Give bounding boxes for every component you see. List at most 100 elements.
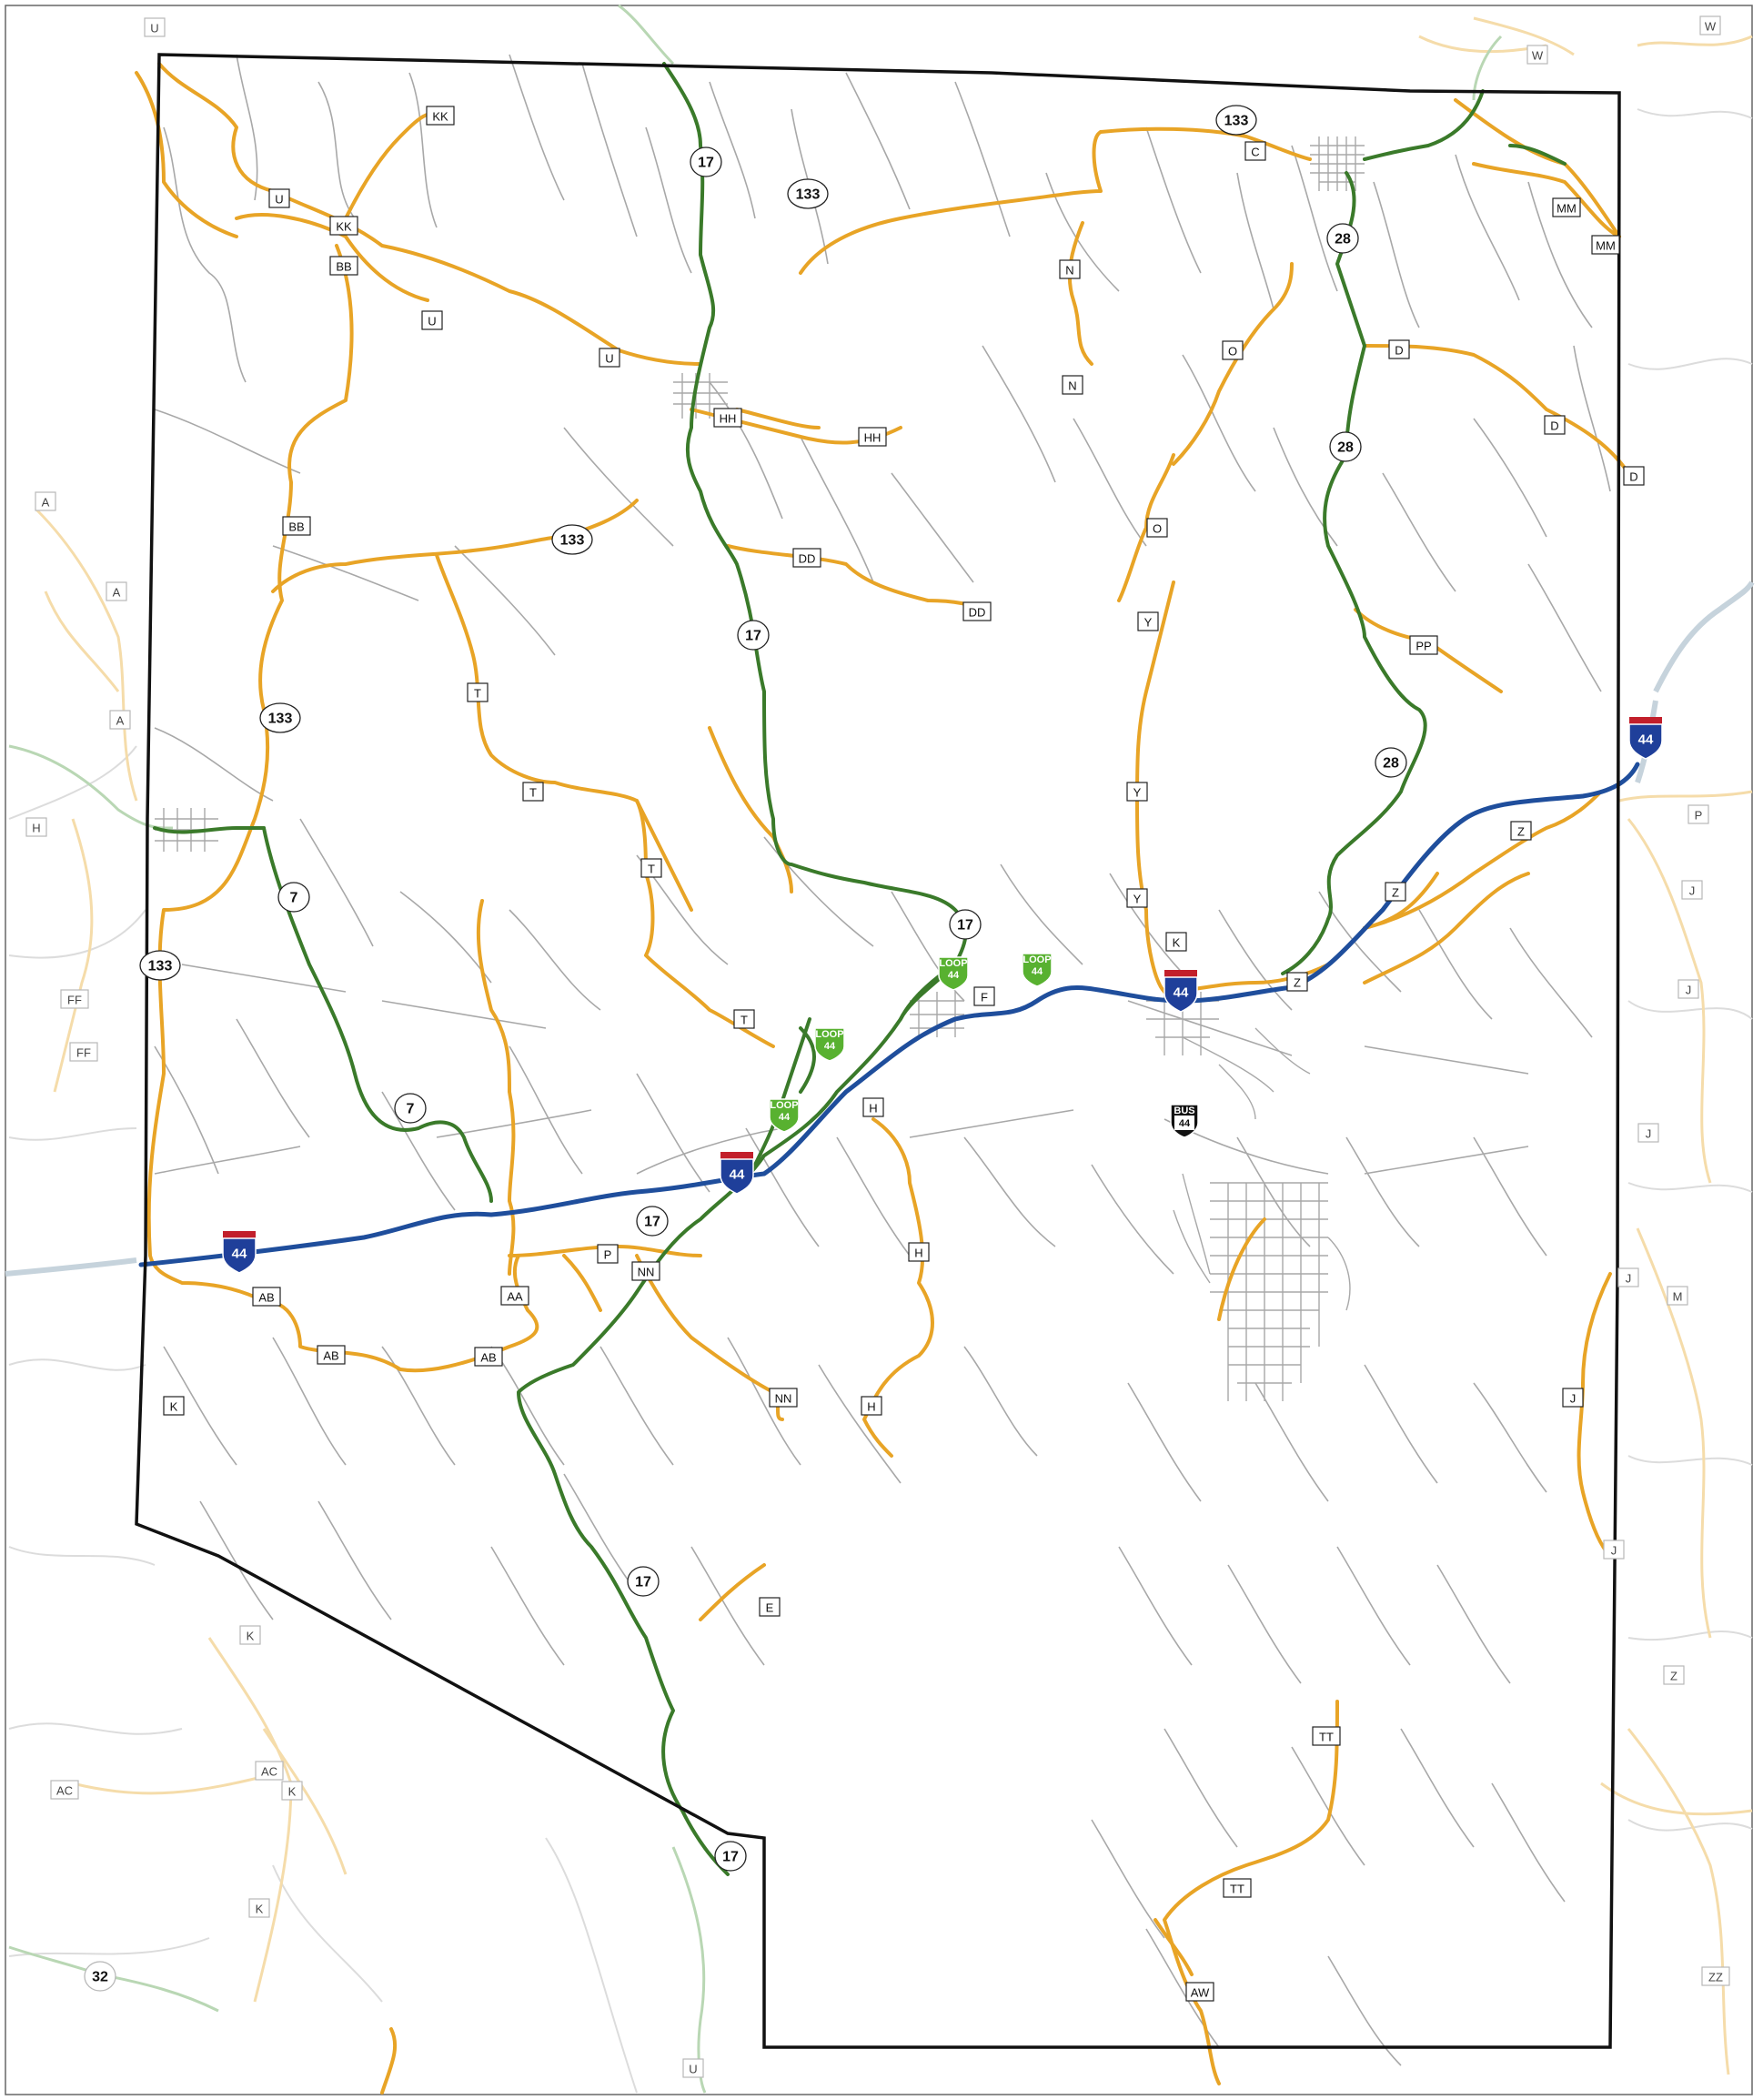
route-letter: T — [474, 687, 481, 701]
route-box — [682, 2058, 704, 2078]
route-box — [239, 1625, 261, 1645]
route-number: 28 — [1383, 756, 1399, 772]
route-box — [1409, 635, 1438, 655]
route-box — [1591, 235, 1620, 255]
route-box — [973, 986, 995, 1006]
lettered-route-label: J — [1637, 1123, 1659, 1143]
route-letter: MM — [1596, 239, 1616, 253]
route-box — [1663, 1665, 1685, 1685]
route-number: 17 — [644, 1215, 660, 1230]
route-box — [1510, 821, 1532, 841]
lettered-route-label: U — [268, 188, 290, 208]
route-box — [109, 710, 131, 730]
route-box — [733, 1009, 755, 1029]
route-circle — [84, 1961, 116, 1992]
route-box — [500, 1286, 529, 1306]
state-route-label: 17 — [949, 909, 982, 940]
lettered-route-label: N — [1059, 259, 1081, 279]
interstate-shield: 44 — [1628, 717, 1663, 760]
route-letter: BB — [288, 520, 304, 534]
route-box — [908, 1242, 930, 1262]
route-letter: J — [1626, 1272, 1632, 1286]
shield-body — [1164, 976, 1198, 1013]
route-letter: AB — [480, 1351, 496, 1365]
bus-number: 44 — [1179, 1118, 1191, 1129]
lettered-route-label: D — [1544, 415, 1566, 435]
route-box — [1623, 466, 1645, 486]
route-circle — [394, 1093, 427, 1124]
shield-top — [720, 1152, 753, 1159]
state-route-label: 133 — [551, 524, 593, 555]
lettered-route-label: TT — [1223, 1878, 1252, 1898]
route-letter: AB — [258, 1291, 274, 1305]
route-box — [281, 1781, 303, 1801]
shield-top — [223, 1231, 256, 1238]
route-number: 7 — [407, 1102, 415, 1117]
state-route-label: 17 — [714, 1841, 747, 1872]
route-box — [1617, 1267, 1639, 1287]
route-letter: J — [1646, 1127, 1652, 1141]
route-number: 17 — [698, 156, 714, 171]
route-box — [268, 188, 290, 208]
lettered-route-label: K — [1165, 932, 1187, 952]
lettered-route-label: ZZ — [1701, 1966, 1730, 1986]
route-box — [1388, 339, 1410, 359]
route-letter: M — [1673, 1290, 1683, 1304]
lettered-route-label: TT — [1312, 1726, 1341, 1746]
route-letter: AA — [507, 1290, 523, 1304]
route-letter: FF — [67, 994, 82, 1007]
lettered-route-label: MM — [1552, 197, 1581, 217]
lettered-route-label: T — [467, 682, 489, 702]
route-letter: KK — [432, 110, 448, 124]
lettered-route-label: J — [1603, 1540, 1625, 1560]
route-box — [421, 310, 443, 330]
route-circle — [714, 1841, 747, 1872]
route-letter: D — [1629, 470, 1637, 484]
lettered-route-label: K — [281, 1781, 303, 1801]
lettered-route-label: DD — [792, 548, 821, 568]
route-letter: O — [1153, 522, 1162, 536]
lettered-route-label: Z — [1510, 821, 1532, 841]
route-circle — [139, 950, 181, 981]
route-box — [597, 1244, 619, 1264]
state-route-label: 17 — [690, 146, 722, 177]
shield-body — [1628, 723, 1663, 760]
lettered-route-label: HH — [858, 427, 887, 447]
route-circle — [690, 146, 722, 177]
county-border — [135, 53, 1621, 2049]
route-letter: HH — [864, 431, 882, 445]
route-box — [522, 782, 544, 802]
route-box — [1165, 932, 1187, 952]
loop-body — [814, 1027, 845, 1062]
route-box — [1544, 415, 1566, 435]
route-letter: Y — [1133, 893, 1142, 906]
route-box — [1059, 259, 1081, 279]
route-letter: W — [1532, 49, 1544, 63]
route-box — [163, 1396, 185, 1416]
route-letter: K — [247, 1630, 255, 1643]
route-box — [252, 1287, 281, 1307]
route-box — [1222, 340, 1244, 360]
route-box — [35, 491, 56, 511]
route-box — [792, 548, 821, 568]
lettered-route-label: N — [1062, 375, 1083, 395]
route-box — [1681, 880, 1703, 900]
bus-tag: BUS — [1174, 1106, 1194, 1116]
route-letter: J — [1570, 1392, 1577, 1406]
route-box — [1146, 518, 1168, 538]
route-box — [1637, 1123, 1659, 1143]
shield-number: 44 — [1638, 732, 1654, 748]
route-box — [759, 1597, 781, 1617]
lettered-route-label: PP — [1409, 635, 1438, 655]
route-number: 17 — [745, 629, 761, 644]
route-box — [1286, 972, 1308, 992]
route-letter: U — [605, 352, 613, 366]
route-box — [69, 1042, 98, 1062]
route-box — [862, 1097, 884, 1117]
route-box — [329, 216, 358, 236]
business-route-shield: BUS 44 — [1170, 1104, 1199, 1138]
interstate-shield: 44 — [1164, 970, 1198, 1013]
